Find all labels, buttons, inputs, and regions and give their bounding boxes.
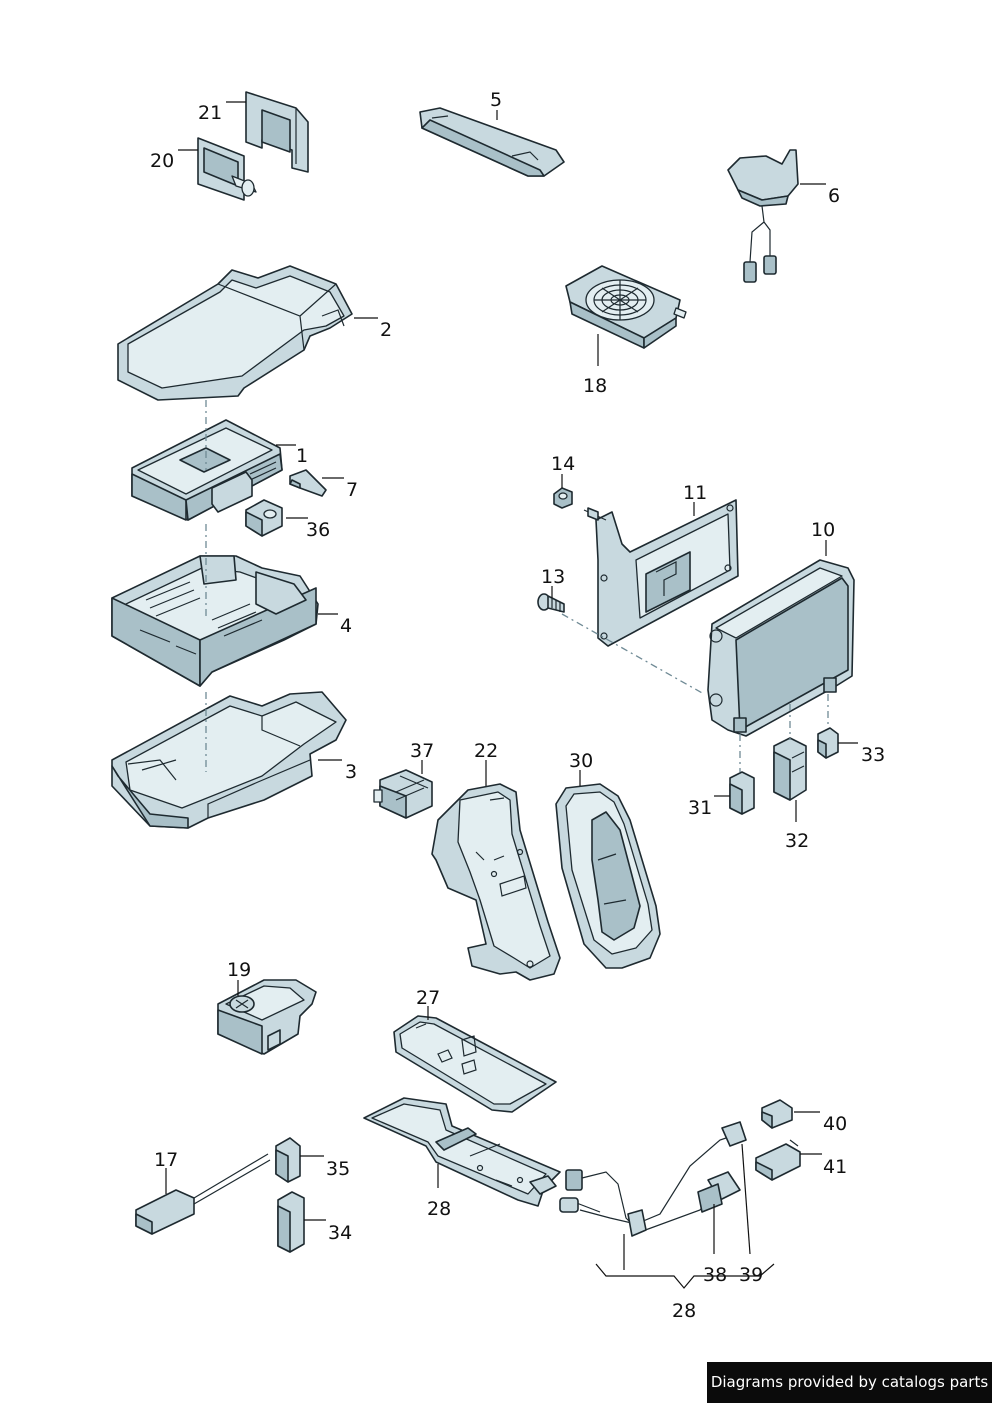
- part-17-antenna-cable: [135, 1153, 271, 1235]
- part-34-connector: [277, 1191, 305, 1253]
- part-41-plug: [755, 1139, 801, 1181]
- part-37-connector: [373, 769, 433, 819]
- callout-1: 1: [296, 445, 308, 467]
- callout-40: 40: [823, 1113, 847, 1135]
- part-6-antenna: [727, 149, 799, 283]
- callout-33: 33: [861, 744, 885, 766]
- part-10-module: [707, 559, 855, 737]
- part-11-bracket-plate: [595, 499, 739, 647]
- part-32-connector: [773, 737, 807, 801]
- part-2-top-cover: [117, 265, 353, 401]
- callout-38: 38: [703, 1264, 727, 1286]
- assembly-lines: [205, 400, 829, 772]
- part-22-holder: [431, 783, 561, 981]
- callouts: 21 20 5 6 2 18 1 7 36 4 3 14 11 13 10 33…: [150, 89, 885, 1322]
- callout-32: 32: [785, 830, 809, 852]
- callout-39: 39: [739, 1264, 763, 1286]
- callout-37: 37: [410, 740, 434, 762]
- part-30-phone-cradle: [555, 783, 661, 969]
- callout-31: 31: [688, 797, 712, 819]
- callout-6: 6: [828, 185, 840, 207]
- part-40-plug: [761, 1099, 793, 1129]
- part-4-tray: [111, 555, 319, 687]
- watermark-banner: Diagrams provided by catalogs parts: [707, 1362, 992, 1403]
- part-20-plug: [197, 137, 257, 201]
- part-33-connector: [817, 727, 839, 759]
- part-21-bracket: [245, 91, 309, 173]
- callout-13: 13: [541, 566, 565, 588]
- callout-17: 17: [154, 1149, 178, 1171]
- callout-34: 34: [328, 1222, 352, 1244]
- callout-4: 4: [340, 615, 352, 637]
- part-35-connector: [275, 1137, 301, 1183]
- callout-35: 35: [326, 1158, 350, 1180]
- callout-2: 2: [380, 319, 392, 341]
- callout-3: 3: [345, 761, 357, 783]
- callout-41: 41: [823, 1156, 847, 1178]
- part-18-speaker: [565, 265, 687, 349]
- part-28-board: [363, 1097, 561, 1207]
- part-7-fuse: [289, 469, 327, 497]
- callout-18: 18: [583, 375, 607, 397]
- callout-20: 20: [150, 150, 174, 172]
- part-1-control-unit: [131, 419, 283, 521]
- leader-lines: [165, 101, 858, 1289]
- part-28-cable-harness: [559, 1121, 747, 1237]
- callout-5: 5: [490, 89, 502, 111]
- callout-30: 30: [569, 750, 593, 772]
- callout-11: 11: [683, 482, 707, 504]
- callout-14: 14: [551, 453, 575, 475]
- part-13-screw: [537, 593, 565, 613]
- callout-27: 27: [416, 987, 440, 1009]
- callout-21: 21: [198, 102, 222, 124]
- part-5-cover-strip: [419, 107, 565, 177]
- callout-10: 10: [811, 519, 835, 541]
- callout-22: 22: [474, 740, 498, 762]
- part-19-switch: [217, 979, 317, 1055]
- callout-36: 36: [306, 519, 330, 541]
- part-14-nut: [553, 487, 607, 521]
- callout-7: 7: [346, 479, 358, 501]
- callout-28-harness: 28: [672, 1300, 696, 1322]
- part-27-pad: [393, 1015, 557, 1113]
- callout-28-board: 28: [427, 1198, 451, 1220]
- part-3-base: [111, 691, 347, 829]
- part-36-connector: [245, 499, 283, 537]
- callout-19: 19: [227, 959, 251, 981]
- part-31-connector: [729, 771, 755, 815]
